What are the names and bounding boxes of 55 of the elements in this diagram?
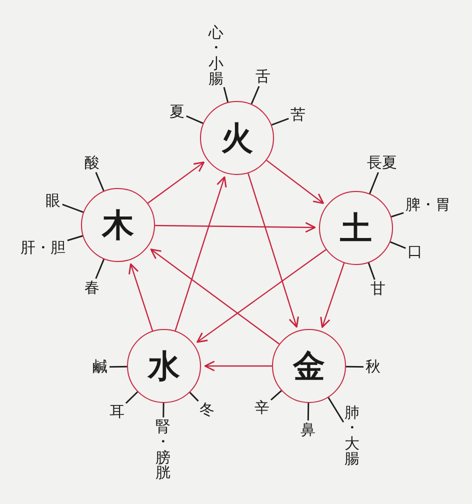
circle-node: 水 — [127, 329, 201, 403]
spoke-line — [62, 204, 84, 213]
spoke-label: 長夏 — [367, 156, 397, 170]
arrow — [150, 248, 280, 345]
spoke-line — [223, 87, 229, 102]
spoke-label: 甘 — [370, 282, 386, 296]
spoke-label: 秋 — [366, 360, 380, 374]
circle-node: 金 — [272, 329, 346, 403]
arrow — [248, 173, 299, 328]
spoke-line — [391, 212, 404, 218]
spoke-line — [390, 241, 406, 249]
spoke-line — [346, 366, 364, 368]
spoke-line — [270, 390, 282, 401]
spoke-label: 心・小腸 — [208, 25, 224, 87]
arrow — [148, 161, 205, 204]
spoke-line — [271, 118, 289, 126]
spoke-line — [109, 366, 128, 368]
spoke-line — [250, 86, 260, 104]
spoke-line — [189, 392, 199, 402]
spoke-label: 肺・大腸 — [344, 405, 360, 467]
spoke-label: 辛 — [254, 400, 270, 416]
spoke-line — [368, 262, 376, 280]
spoke-line — [67, 235, 83, 242]
spoke-label: 耳 — [110, 404, 124, 420]
circle-node: 火 — [200, 101, 274, 175]
arrow — [266, 160, 324, 204]
circle-node: 木 — [81, 188, 155, 262]
spoke-label: 脾・胃 — [406, 198, 450, 212]
spoke-line — [186, 115, 204, 124]
spoke-line — [125, 391, 138, 404]
spoke-label: 眼 — [46, 194, 60, 208]
spoke-line — [307, 402, 310, 421]
spoke-label: 鼻 — [300, 422, 316, 438]
spoke-label: 鹹 — [92, 360, 108, 374]
spoke-line — [95, 172, 104, 192]
spoke-label: 苦 — [290, 108, 306, 122]
spoke-line — [95, 258, 105, 279]
spoke-line — [328, 397, 344, 422]
arrow — [204, 360, 272, 372]
arrow — [128, 263, 154, 331]
arrow — [174, 176, 227, 331]
circle-node: 土 — [319, 191, 393, 265]
spoke-label: 冬 — [200, 402, 214, 418]
spoke-label: 夏 — [170, 104, 184, 120]
spoke-line — [162, 403, 164, 418]
spoke-line — [369, 172, 379, 194]
arrow — [320, 262, 345, 328]
spoke-label: 舌 — [256, 70, 270, 84]
spoke-label: 春 — [84, 280, 100, 296]
spoke-label: 口 — [408, 244, 422, 260]
arrow — [196, 249, 326, 343]
spoke-label: 肝・胆 — [20, 240, 66, 256]
arrow — [155, 222, 316, 233]
spoke-label: 酸 — [84, 156, 100, 170]
spoke-label: 腎・膀胱 — [156, 419, 170, 481]
